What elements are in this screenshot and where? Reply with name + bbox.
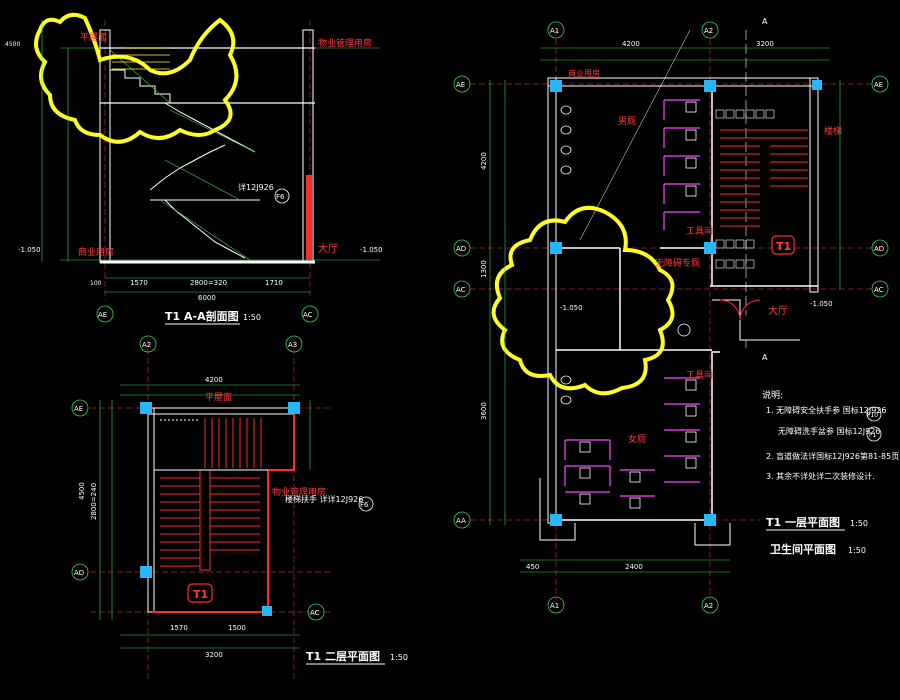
second-dim-bottom: 3200 (205, 651, 223, 659)
second-title: T1 二层平面图 (306, 650, 380, 663)
notes-1: 1. 无障碍安全扶手参 国标12J926 (766, 405, 887, 415)
first-label-janitor-top: 工具间 (686, 225, 713, 237)
section-dim-4500: 4500 (5, 41, 20, 48)
second-axis-a2: A2 (142, 341, 151, 349)
second-axis-ae: AE (74, 405, 83, 413)
first-dim-side-2: 1300 (480, 260, 488, 278)
column (262, 606, 272, 616)
first-scale: 1:50 (850, 519, 868, 528)
first-dim-bottom-1: 2400 (625, 563, 643, 571)
first-axis-ad-right: AD (874, 245, 884, 253)
section-label-lobby: 大厅 (318, 242, 338, 255)
column (288, 402, 300, 414)
first-dim-bottom-2: 450 (526, 563, 539, 571)
first-dim-side-3: 3600 (480, 402, 488, 420)
first-label-womens: 女厕 (628, 433, 646, 445)
notes-2: 2. 盲道做法详国标12J926第81-85页. (766, 451, 900, 461)
second-tag: T1 (193, 588, 208, 601)
first-dim-top-2: 3200 (756, 40, 774, 48)
second-rail-note: 楼梯扶手 详详12J926 (285, 494, 363, 504)
first-label-lobby: 大厅 (768, 304, 788, 317)
first-label-janitor-bottom: 工具间 (686, 369, 713, 381)
first-label-accessible: 无障碍专厕 (655, 257, 700, 269)
second-floor-drawing: 平屋面 物业管理用房 楼梯扶手 详详12J926 F6 T1 4200 1570… (71, 335, 408, 680)
first-label-mens: 男厕 (618, 116, 636, 127)
first-axis-ac-right: AC (874, 286, 884, 294)
section-elev-low-right: -1.050 (360, 246, 383, 254)
second-ref-text: F6 (360, 501, 369, 509)
second-axis-ac: AC (310, 609, 320, 617)
section-axis-ae-bubble (96, 305, 114, 323)
second-label-roof: 平屋面 (205, 392, 232, 403)
first-floor-drawing: 商业用房 男厕 女厕 工具间 工具间 无障碍专厕 楼梯 大厅 T1 A A -1… (453, 17, 900, 614)
section-elev-low: -1.050 (18, 246, 41, 254)
column (140, 566, 152, 578)
second-dim-1500: 1500 (228, 624, 246, 632)
first-tag-box (771, 235, 795, 255)
first-axis-a1-top: A1 (550, 27, 559, 35)
first-axis-a2-bottom: A2 (704, 602, 713, 610)
section-label-shop: 商业用房 (78, 246, 114, 258)
second-dim-1570: 1570 (170, 624, 188, 632)
section-dim-stair: 2800=320 (190, 279, 227, 287)
first-label-shop: 商业用房 (568, 68, 600, 78)
column (140, 402, 152, 414)
second-label-prop-room: 物业管理用房 (272, 486, 326, 498)
first-axis-ae: AE (456, 81, 465, 89)
column (550, 80, 562, 92)
first-elev-a: -1.050 (560, 304, 583, 312)
second-dim-side: 4500 (78, 482, 86, 500)
section-label-roof: 平屋面 (80, 32, 107, 43)
section-scale: 1:50 (243, 313, 261, 322)
first-axis-ae-right: AE (874, 81, 883, 89)
second-dim-stair: 2800=240 (90, 483, 98, 520)
column (550, 514, 562, 526)
first-title: T1 一层平面图 (766, 516, 840, 529)
column (550, 242, 562, 254)
first-tag: T1 (776, 240, 791, 253)
section-drawing: 平屋面 物业管理用房 商业用房 大厅 详12J926 F6 -1.050 -1.… (5, 12, 383, 325)
column (812, 80, 822, 90)
section-axis-ac-bubble (301, 305, 319, 323)
section-label-prop-room: 物业管理用房 (318, 37, 372, 49)
notes-ref-2: F1 (869, 432, 876, 439)
section-ref-circle (274, 188, 290, 204)
section-dim-100: 100 (90, 280, 102, 287)
column (704, 514, 716, 526)
notes-heading: 说明: (762, 389, 783, 401)
first-dim-side-1: 4200 (480, 152, 488, 170)
first-section-mark-bottom: A (762, 353, 768, 362)
first-section-mark-top: A (762, 17, 768, 26)
first-axis-a2-top: A2 (704, 27, 713, 35)
second-tag-box (187, 583, 213, 603)
notes-1b: 无障碍洗手盆参 国标12J926 (778, 426, 880, 436)
first-axis-a1-bottom: A1 (550, 602, 559, 610)
section-title: T1 A-A剖面图 (165, 309, 239, 323)
section-ref-text: F6 (276, 193, 285, 201)
section-axis-ae: AE (98, 311, 107, 319)
notes-ref-1: F10 (867, 412, 878, 419)
section-axis-ac: AC (303, 311, 313, 319)
section-dim-1710: 1710 (265, 279, 283, 287)
first-dim-top-1: 4200 (622, 40, 640, 48)
section-dim-1570: 1570 (130, 279, 148, 287)
second-scale: 1:50 (390, 653, 408, 662)
second-axis-a3: A3 (288, 341, 297, 349)
first-axis-ac: AC (456, 286, 466, 294)
first-label-stair: 楼梯 (824, 125, 842, 137)
section-handrail-note: 详12J926 (238, 182, 274, 192)
second-dim-top: 4200 (205, 376, 223, 384)
first-elev-b: -1.050 (810, 300, 833, 308)
first-axis-aa: AA (456, 517, 466, 525)
column (704, 80, 716, 92)
first-subtitle-scale: 1:50 (848, 546, 866, 555)
column (704, 242, 716, 254)
second-axis-ad: AD (74, 569, 84, 577)
section-dim-total: 6000 (198, 294, 216, 302)
notes-3: 3. 其余不详处详二次装修设计. (766, 471, 875, 481)
first-subtitle: 卫生间平面图 (770, 542, 836, 556)
first-axis-ad: AD (456, 245, 466, 253)
